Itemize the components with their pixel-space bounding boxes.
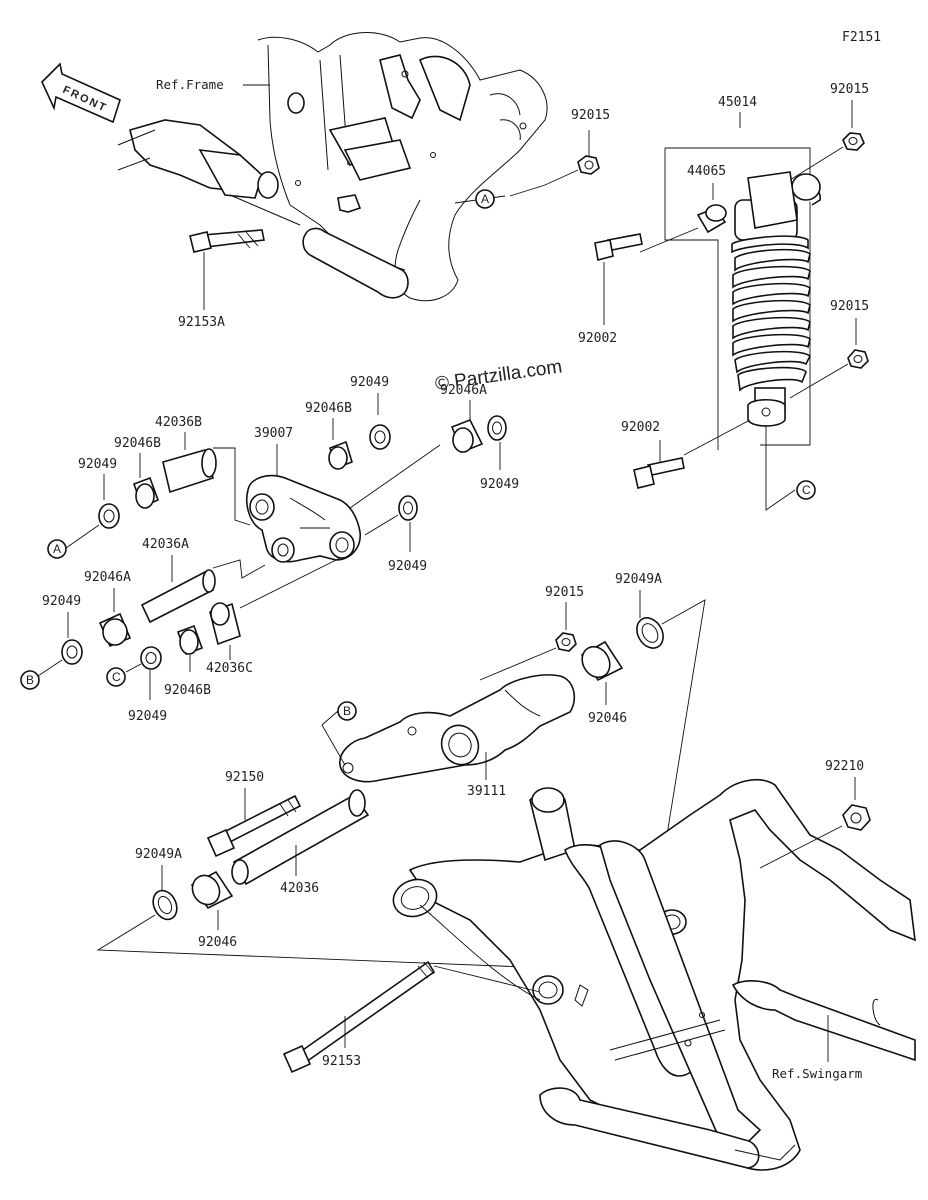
- part-92049-seal-right: [487, 415, 507, 470]
- label-92049-top: 92049: [350, 375, 389, 390]
- part-44065-collar: [696, 204, 727, 234]
- marker-C-left-text: C: [112, 670, 121, 684]
- circle-marker-B-center: B: [321, 701, 357, 766]
- part-92046A-bearing-left: [98, 612, 132, 648]
- part-92150-bolt: [206, 794, 302, 858]
- part-92015-nut-top-right: [789, 132, 865, 181]
- part-92002-bolt-a: [594, 233, 643, 325]
- swingarm-illustration: [392, 779, 916, 1171]
- label-92046B-bottom: 92046B: [164, 683, 211, 698]
- part-92046A-bearing-top: [450, 418, 484, 454]
- part-42036B-collar: [162, 448, 217, 494]
- part-45014-shock-absorber: [731, 171, 821, 427]
- label-42036B: 42036B: [155, 415, 202, 430]
- marker-C-shock-text: C: [802, 483, 811, 497]
- label-92015-middle: 92015: [545, 585, 584, 600]
- part-92049A-seal-top: [636, 617, 664, 649]
- label-92153: 92153: [322, 1054, 361, 1069]
- label-92049-c: 92049: [128, 709, 167, 724]
- label-39007: 39007: [254, 426, 293, 441]
- part-92046-bearing-right: [580, 640, 624, 682]
- label-92046-right: 92046: [588, 711, 627, 726]
- label-44065: 44065: [687, 164, 726, 179]
- label-92150: 92150: [225, 770, 264, 785]
- label-92049-right: 92049: [480, 477, 519, 492]
- label-92049-left: 92049: [78, 457, 117, 472]
- part-92049A-seal-left: [152, 889, 178, 921]
- part-39007-rocker-arm: [246, 474, 361, 563]
- part-92046B-bearing-top: [328, 440, 353, 470]
- label-92049-mid: 92049: [388, 559, 427, 574]
- label-42036: 42036: [280, 881, 319, 896]
- part-42036C-collar: [209, 602, 241, 646]
- marker-A-frame-text: A: [481, 192, 489, 206]
- part-92049-seal-top: [369, 424, 391, 450]
- part-92153-bolt: [282, 960, 436, 1074]
- label-92015-top: 92015: [571, 108, 610, 123]
- part-42036-collar: [231, 789, 370, 886]
- label-92046B-top: 92046B: [305, 401, 352, 416]
- part-92049-seal-bottom: [61, 639, 83, 665]
- part-92153A-bolt: [189, 229, 265, 310]
- label-92049A-left: 92049A: [135, 847, 182, 862]
- label-92015-top-right: 92015: [830, 82, 869, 97]
- label-42036C: 42036C: [206, 661, 253, 676]
- label-39111: 39111: [467, 784, 506, 799]
- part-92015-nut-mid-right: [789, 349, 869, 399]
- ref-frame-label: Ref.Frame: [156, 77, 224, 92]
- part-92210-nut: [842, 804, 871, 831]
- circle-marker-C-shock: C: [765, 425, 816, 511]
- frame-illustration: [117, 32, 548, 302]
- marker-B-center-text: B: [343, 704, 351, 718]
- part-92015-nut-middle: [555, 632, 577, 652]
- part-42036A-collar: [140, 569, 216, 624]
- circle-marker-B-left: B: [20, 670, 40, 690]
- label-92210: 92210: [825, 759, 864, 774]
- part-92049-seal-left: [98, 503, 120, 529]
- part-92002-bolt-b: [633, 419, 751, 489]
- label-92046B-left: 92046B: [114, 436, 161, 451]
- marker-A-left-text: A: [53, 542, 61, 556]
- part-92049-seal-c: [140, 646, 162, 670]
- label-92002-b: 92002: [621, 420, 660, 435]
- label-45014: 45014: [718, 95, 757, 110]
- circle-marker-A-frame: A: [475, 189, 495, 209]
- part-92046B-bearing-bottom: [176, 624, 204, 656]
- part-92049-seal-mid: [398, 495, 418, 521]
- label-92046A-top: 92046A: [440, 383, 487, 398]
- circle-marker-A-left: A: [47, 539, 67, 559]
- part-92015-nut-top: [509, 130, 600, 197]
- part-39111-tie-rod: [339, 674, 576, 783]
- label-92046-left: 92046: [198, 935, 237, 950]
- label-92049A-top: 92049A: [615, 572, 662, 587]
- marker-B-left-text: B: [26, 673, 34, 687]
- label-42036A: 42036A: [142, 537, 189, 552]
- part-92046B-bearing-left: [132, 476, 160, 509]
- circle-marker-C-left: C: [106, 667, 126, 687]
- label-92002-a: 92002: [578, 331, 617, 346]
- label-92015-mid-right: 92015: [830, 299, 869, 314]
- front-direction-arrow: FRONT: [41, 62, 121, 124]
- figure-code: F2151: [842, 30, 881, 45]
- label-92049-bottom: 92049: [42, 594, 81, 609]
- label-92153A: 92153A: [178, 315, 225, 330]
- label-92046A-left: 92046A: [84, 570, 131, 585]
- part-92046-bearing-left: [190, 870, 234, 910]
- ref-swingarm-label: Ref.Swingarm: [772, 1066, 862, 1081]
